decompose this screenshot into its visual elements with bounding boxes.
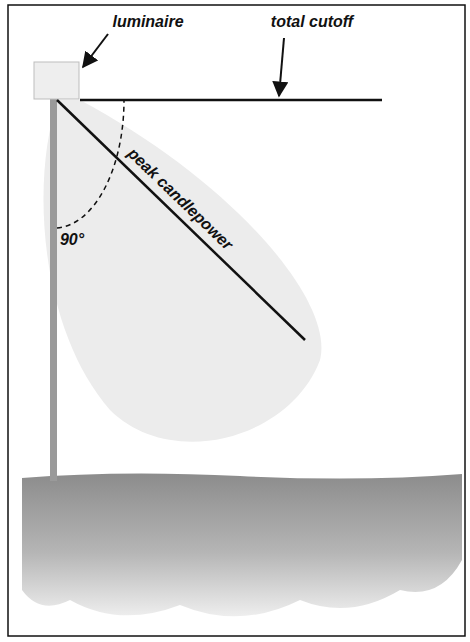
part-name: luminaire xyxy=(110,13,185,31)
peak-line xyxy=(57,100,305,340)
cutoff-line xyxy=(80,99,382,102)
light-distribution xyxy=(43,100,321,442)
leader-arrow xyxy=(83,34,108,67)
frame xyxy=(8,5,465,636)
luminaire-box xyxy=(34,62,79,99)
pole xyxy=(50,96,57,481)
ground xyxy=(22,473,462,616)
leader-arrow xyxy=(279,38,284,96)
angle-arc xyxy=(57,100,124,228)
part-name: total cutoff xyxy=(269,13,355,31)
angle-label: 90° xyxy=(58,231,86,249)
